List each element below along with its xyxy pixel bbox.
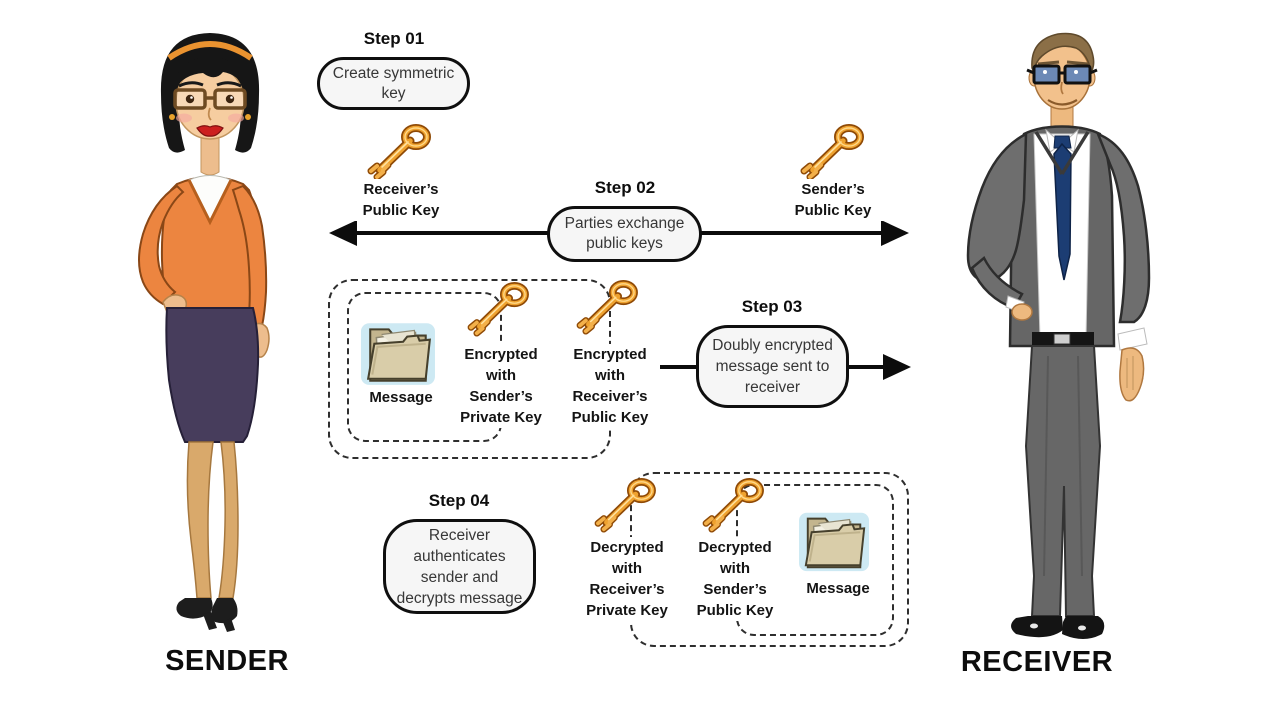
decrypted-receiver-private-label: Decrypted with Receiver’s Private Key xyxy=(577,537,677,621)
exchange-arrowhead-left xyxy=(329,220,357,246)
encrypted-sender-private-label: Encrypted with Sender’s Private Key xyxy=(451,344,551,428)
sender-character-illustration xyxy=(138,33,270,632)
step4-box: Receiver authenticates sender and decryp… xyxy=(383,519,536,614)
receivers-public-key-label: Receiver’s Public Key xyxy=(341,179,461,221)
step2-box: Parties exchange public keys xyxy=(547,206,702,262)
sender-name: SENDER xyxy=(165,645,289,677)
step4-title: Step 04 xyxy=(428,491,490,510)
senders-public-key-label: Sender’s Public Key xyxy=(773,179,893,221)
receivers-public-key-icon xyxy=(364,124,436,182)
decrypted-sender-public-label: Decrypted with Sender’s Public Key xyxy=(685,537,785,621)
step3-box: Doubly encrypted message sent to receive… xyxy=(696,325,849,408)
step3-title: Step 03 xyxy=(741,297,803,316)
outgoing-message-folder-icon xyxy=(357,315,441,389)
decrypted-sender-public-key-icon xyxy=(699,478,769,534)
receiver-name: RECEIVER xyxy=(960,646,1114,678)
encrypted-sender-private-key-icon xyxy=(464,282,534,338)
step2-title: Step 02 xyxy=(594,178,656,197)
step1-box: Create symmetric key xyxy=(317,57,470,110)
encrypted-receiver-public-key-icon xyxy=(573,280,643,336)
senders-public-key-icon xyxy=(797,124,869,182)
send-arrowhead-right xyxy=(883,354,911,380)
incoming-message-folder-icon xyxy=(795,505,875,575)
receiver-character-illustration xyxy=(966,32,1151,639)
outgoing-message-label: Message xyxy=(351,387,451,408)
exchange-arrowhead-right xyxy=(881,220,909,246)
incoming-message-label: Message xyxy=(788,578,888,599)
encrypted-receiver-public-label: Encrypted with Receiver’s Public Key xyxy=(560,344,660,428)
decrypted-receiver-private-key-icon xyxy=(591,478,661,534)
step1-title: Step 01 xyxy=(363,29,425,48)
